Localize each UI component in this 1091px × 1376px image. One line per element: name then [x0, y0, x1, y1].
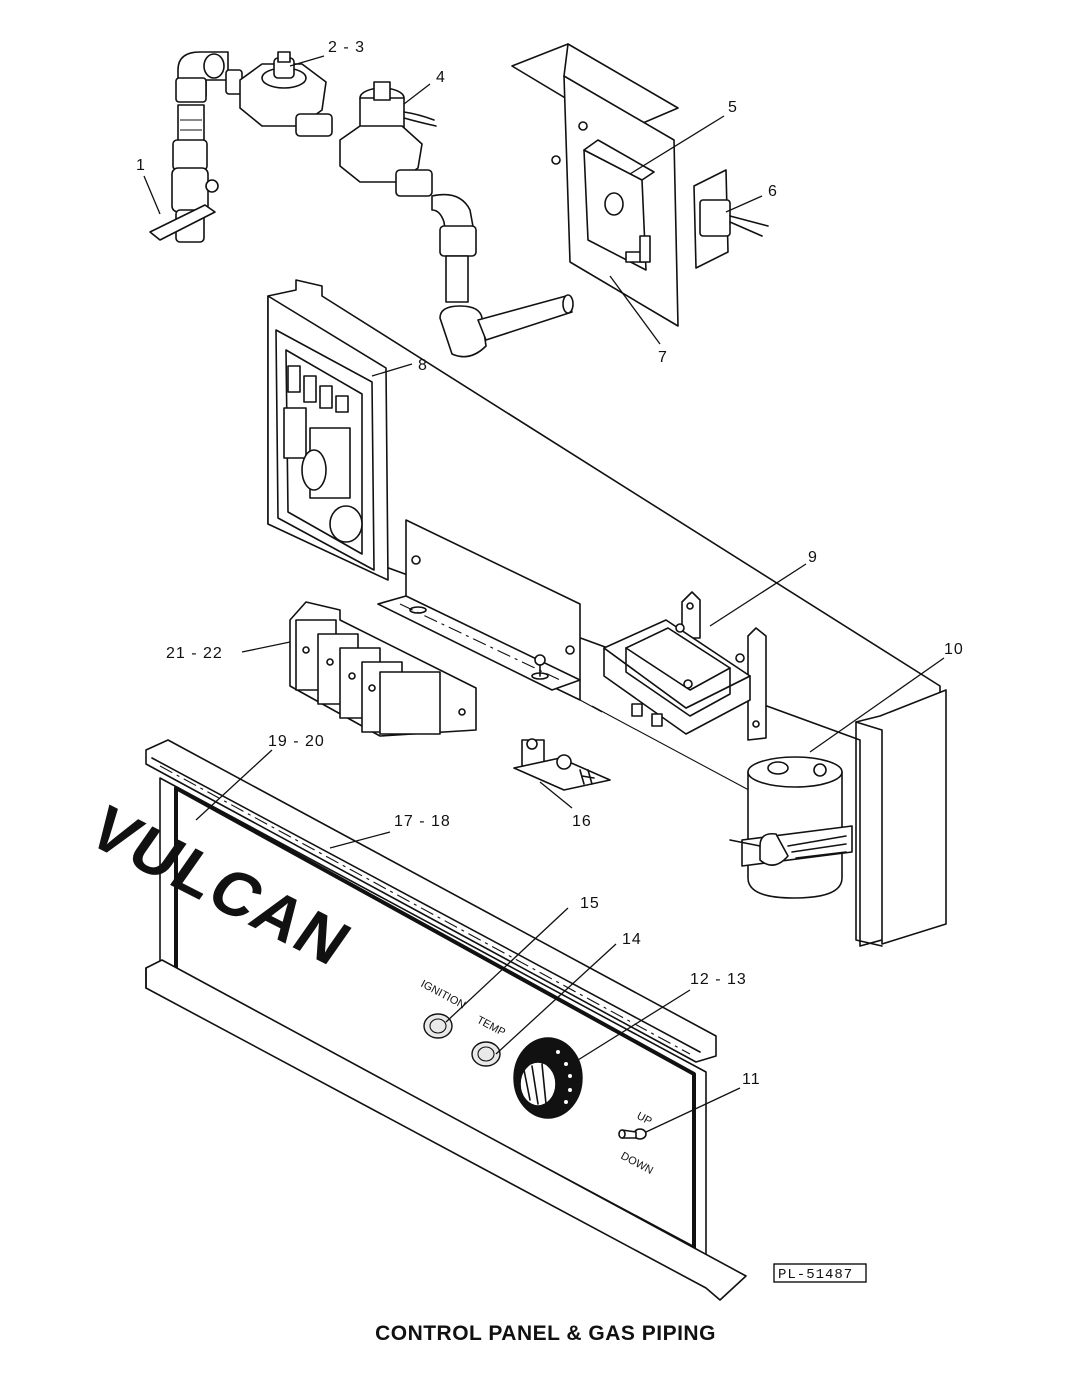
- callout-16: 16: [572, 813, 592, 830]
- drawing-reference: PL-51487: [773, 1263, 867, 1283]
- callout-7: 7: [658, 349, 668, 366]
- temp-indicator-light: [471, 1041, 501, 1067]
- gas-valve-shutoff: [149, 104, 219, 243]
- control-board-housing: [267, 279, 941, 947]
- callout-6: 6: [768, 183, 778, 200]
- callout-4: 4: [436, 69, 446, 86]
- svg-text:PL-51487: PL-51487: [778, 1267, 853, 1283]
- ground-lug: [513, 738, 611, 791]
- callout-17-18: 17 - 18: [394, 813, 451, 830]
- transformer: [603, 591, 767, 741]
- side-panel: [855, 689, 947, 947]
- thermostat-dial: [513, 1037, 583, 1119]
- angle-bracket: [377, 519, 581, 701]
- callout-1: 1: [136, 157, 146, 174]
- ignition-module: [583, 139, 655, 271]
- pressure-regulator: [225, 51, 333, 137]
- callout-14: 14: [622, 931, 642, 948]
- terminal-block: [289, 601, 477, 737]
- up-down-toggle-switch: [618, 1128, 647, 1140]
- callout-15: 15: [580, 895, 600, 912]
- callout-12-13: 12 - 13: [690, 971, 747, 988]
- callout-19-20: 19 - 20: [268, 733, 325, 750]
- callout-9: 9: [808, 549, 818, 566]
- mounting-bracket: [511, 43, 679, 327]
- callout-5: 5: [728, 99, 738, 116]
- callout-2-3: 2 - 3: [328, 39, 365, 56]
- capacitor-motor: [729, 756, 853, 899]
- figure-caption: CONTROL PANEL & GAS PIPING: [375, 1322, 716, 1345]
- ignition-indicator-light: [423, 1013, 453, 1039]
- leader-lines: [143, 55, 945, 1133]
- gas-solenoid-valve: [339, 81, 437, 197]
- callout-8: 8: [418, 357, 428, 374]
- limit-switch: [693, 169, 769, 269]
- front-panel-bottom-rail: [145, 959, 747, 1301]
- callout-labels: 1 2 - 3 4 5 6 7 8 9 10 11 12 - 13 14 15 …: [136, 39, 964, 1088]
- elbow-fitting-top: [175, 51, 229, 103]
- callout-11: 11: [742, 1071, 761, 1088]
- pipe-elbow-lower: [431, 193, 574, 358]
- callout-10: 10: [944, 641, 964, 658]
- callout-21-22: 21 - 22: [166, 645, 223, 662]
- front-panel-top-rail: [145, 739, 717, 1063]
